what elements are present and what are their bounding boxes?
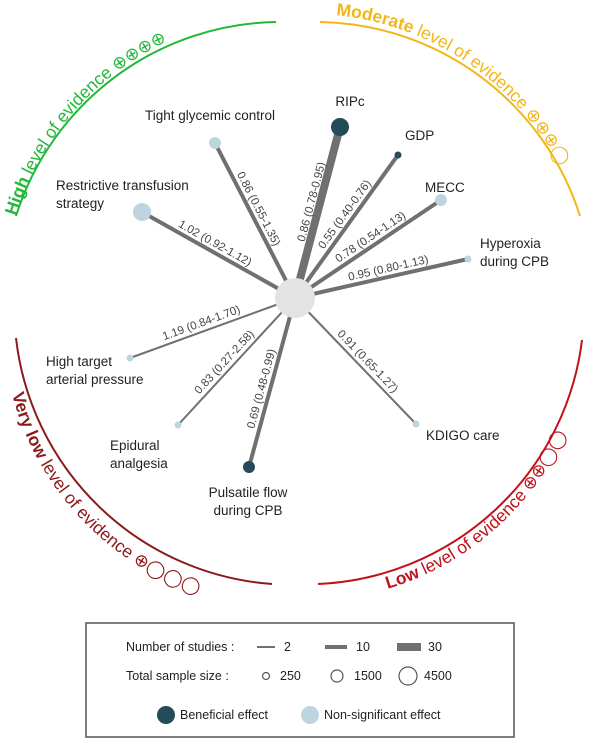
- label-line: strategy: [56, 196, 104, 211]
- estimate-epidural-analgesia: 0.83 (0.27-2.58): [193, 328, 257, 396]
- legend-sample-250: 250: [280, 669, 301, 683]
- spoke-mecc: [293, 198, 443, 300]
- legend-beneficial-label: Beneficial effect: [180, 708, 269, 722]
- moderate-evidence-title: Moderate level of evidence ⊕⊕⊕◯: [335, 0, 574, 169]
- legend-non-significant-label: Non-significant effect: [324, 708, 441, 722]
- arc-low: [317, 339, 583, 585]
- label-line: arterial pressure: [46, 372, 144, 387]
- estimate-kdigo-care: 0.91 (0.65-1.27): [335, 328, 400, 395]
- endpoint-epidural-analgesia: [174, 421, 182, 429]
- label-epidural-analgesia: Epidural analgesia: [110, 438, 168, 471]
- label-hyperoxia-during-cpb: Hyperoxia during CPB: [480, 236, 549, 269]
- label-line: Epidural: [110, 438, 160, 453]
- spoke-restrictive-transfusion-strategy: [141, 210, 296, 300]
- label-tight-glycemic-control: Tight glycemic control: [145, 108, 275, 123]
- label-line: KDIGO care: [426, 428, 500, 443]
- label-restrictive-transfusion-strategy: Restrictive transfusion strategy: [56, 178, 189, 211]
- legend-studies-30: 30: [428, 640, 442, 654]
- legend-sample-250-circle: [261, 671, 271, 681]
- legend-studies-10: 10: [356, 640, 370, 654]
- spoke-tight-glycemic-control: [213, 142, 297, 299]
- label-line: Hyperoxia: [480, 236, 541, 251]
- legend-sample-1500: 1500: [354, 669, 382, 683]
- arc-very-low: [15, 337, 273, 585]
- endpoint-kdigo-care: [412, 420, 420, 428]
- center-node: [275, 278, 315, 318]
- legend-sample-4500: 4500: [424, 669, 452, 683]
- label-line: Pulsatile flow: [209, 485, 288, 500]
- legend-studies-2: 2: [284, 640, 291, 654]
- label-gdp: GDP: [405, 128, 434, 143]
- endpoint-mecc: [435, 194, 447, 206]
- endpoint-tight-glycemic-control: [209, 137, 221, 149]
- legend-beneficial-dot: [157, 706, 175, 724]
- endpoint-high-target-arterial-pressure: [126, 354, 134, 362]
- endpoints-group: [126, 118, 472, 473]
- legend-sample-label: Total sample size :: [126, 669, 229, 683]
- legend-box: [85, 622, 515, 738]
- label-line: RIPc: [335, 94, 365, 109]
- label-line: Restrictive transfusion: [56, 178, 189, 193]
- low-evidence-title: Low level of evidence ⊕⊕◯◯: [383, 426, 571, 593]
- arc-high: [15, 21, 277, 217]
- estimate-restrictive-transfusion-strategy: 1.02 (0.92-1.12): [176, 218, 253, 269]
- spokes-group: [129, 125, 469, 468]
- spoke-kdigo-care: [294, 297, 417, 425]
- legend-studies-label: Number of studies :: [126, 640, 234, 654]
- endpoint-gdp: [394, 151, 402, 159]
- label-line: High target: [46, 354, 112, 369]
- legend-non-significant-dot: [301, 706, 319, 724]
- spoke-gdp: [293, 153, 400, 300]
- endpoint-hyperoxia-during-cpb: [464, 255, 472, 263]
- spoke-pulsatile-flow-during-cpb: [247, 297, 297, 468]
- label-line: GDP: [405, 128, 434, 143]
- legend-sample-4500-circle: [398, 666, 418, 686]
- legend: Number of studies : 2 10 30 Total sample…: [85, 622, 515, 738]
- spoke-ripc: [291, 125, 344, 300]
- spoke-epidural-analgesia: [177, 297, 296, 426]
- very-low-evidence-title: Very low level of evidence ⊕◯◯◯: [8, 390, 204, 599]
- label-line: analgesia: [110, 456, 168, 471]
- label-ripc: RIPc: [335, 94, 365, 109]
- spoke-high-target-arterial-pressure: [129, 297, 296, 359]
- endpoint-ripc: [331, 118, 349, 136]
- legend-sample-1500-circle: [330, 669, 344, 683]
- label-line: MECC: [425, 180, 465, 195]
- label-mecc: MECC: [425, 180, 465, 195]
- estimate-tight-glycemic-control: 0.86 (0.55-1.35): [234, 170, 282, 248]
- label-line: during CPB: [213, 503, 282, 518]
- estimate-high-target-arterial-pressure: 1.19 (0.84-1.70): [161, 304, 242, 343]
- arc-moderate: [319, 21, 581, 217]
- label-high-target-arterial-pressure: High target arterial pressure: [46, 354, 144, 387]
- endpoint-pulsatile-flow-during-cpb: [243, 461, 255, 473]
- spoke-hyperoxia-during-cpb: [294, 257, 469, 300]
- label-line: during CPB: [480, 254, 549, 269]
- label-line: Tight glycemic control: [145, 108, 275, 123]
- label-kdigo-care: KDIGO care: [426, 428, 500, 443]
- label-pulsatile-flow-during-cpb: Pulsatile flow during CPB: [209, 485, 288, 518]
- endpoint-restrictive-transfusion-strategy: [133, 203, 151, 221]
